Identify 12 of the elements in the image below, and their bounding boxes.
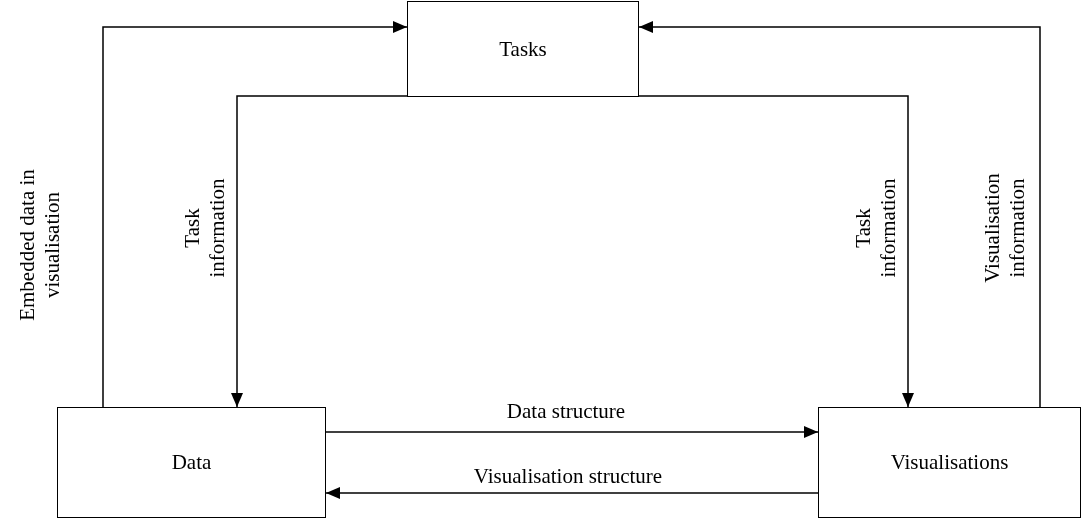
arrow [638,21,1041,408]
box-label: Visualisations [890,450,1009,475]
arrow [638,95,914,408]
arrow [325,487,819,499]
box-label: Data [171,450,212,475]
box-label: Tasks [499,36,547,62]
process-box [818,407,1081,518]
arrow [231,95,408,408]
arrow [102,21,408,408]
process-box [57,407,326,518]
process-box [407,1,639,97]
arrow [325,426,819,438]
